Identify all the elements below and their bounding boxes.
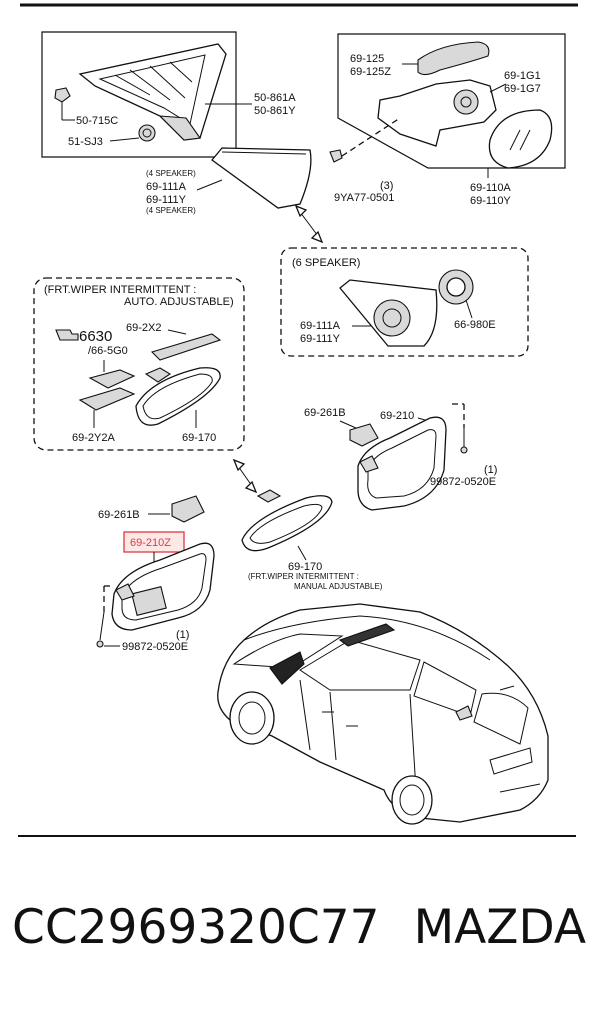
- cover-69-2y2a[interactable]: [78, 387, 136, 411]
- label-69-125z: 69-125Z: [350, 66, 391, 78]
- label-99872-0520e-left: 99872-0520E: [122, 641, 188, 653]
- label-9ya77-qty: (3): [380, 180, 393, 192]
- mirror-manual-group: 69-170 (FRT.WIPER INTERMITTENT : MANUAL …: [241, 489, 383, 591]
- bolt-9ya77-0501[interactable]: [329, 149, 343, 163]
- sunvisor-69-210[interactable]: [357, 416, 447, 511]
- hand-pointer-icon: [55, 329, 79, 341]
- label-99872-right-qty: (1): [484, 464, 497, 476]
- mirror-auto-group: (FRT.WIPER INTERMITTENT : AUTO. ADJUSTAB…: [33, 277, 245, 451]
- swap-arrow-2: [232, 458, 258, 494]
- label-99872-0520e-right: 99872-0520E: [430, 476, 496, 488]
- rain-sensor[interactable]: [88, 369, 136, 389]
- holder-69-261b-right[interactable]: [349, 423, 379, 447]
- holder-69-261b-left[interactable]: [171, 495, 205, 523]
- vehicle-illustration: [217, 603, 549, 825]
- label-69-210: 69-210: [380, 410, 414, 422]
- door-mirror-group: 69-125 69-125Z 69-1G1 69-1G7 (3) 9YA77-0…: [329, 33, 566, 207]
- garnish-69-111a-4spk[interactable]: [211, 147, 312, 209]
- sunvisor-left-group: 69-261B 69-210Z (1) 99872-0520E: [96, 495, 215, 653]
- label-66-5g0: /66-5G0: [88, 345, 128, 357]
- label-51-sj3: 51-SJ3: [68, 136, 103, 148]
- brand-name: MAZDA: [413, 900, 586, 955]
- label-69-170-auto: 69-170: [182, 432, 216, 444]
- rearview-mirror-manual[interactable]: [241, 495, 333, 552]
- label-69-210z: 69-210Z: [130, 537, 171, 549]
- garnish-4-speaker-group: (4 SPEAKER) 69-111A 69-111Y (4 SPEAKER): [146, 147, 312, 215]
- mirror-cap-69-125[interactable]: [417, 41, 490, 76]
- label-99872-left-qty: (1): [176, 629, 189, 641]
- swap-arrow-1: [294, 204, 324, 244]
- label-69-1g7: 69-1G7: [504, 83, 541, 95]
- mirror-body[interactable]: [377, 79, 497, 147]
- label-6-speaker: (6 SPEAKER): [292, 257, 360, 269]
- label-69-111a-top: 69-111A: [146, 181, 187, 193]
- label-50-861a: 50-861A: [254, 92, 296, 104]
- label-frt-auto-1: (FRT.WIPER INTERMITTENT :: [44, 284, 196, 296]
- label-69-2x2: 69-2X2: [126, 322, 161, 334]
- quarter-trim-group: 50-715C 51-SJ3 50-861A 50-861Y: [41, 31, 296, 158]
- sunvisor-right-group: 69-261B 69-210 (1) 99872-0520E: [304, 403, 497, 511]
- label-69-111y-6spk: 69-111Y: [300, 333, 341, 345]
- label-69-261b-left: 69-261B: [98, 509, 140, 521]
- label-9ya77-0501: 9YA77-0501: [334, 192, 394, 204]
- label-4-speaker-bot: (4 SPEAKER): [146, 206, 196, 215]
- rearview-mirror-auto[interactable]: [135, 367, 221, 426]
- label-69-125: 69-125: [350, 53, 384, 65]
- label-69-111y-top: 69-111Y: [146, 194, 187, 206]
- label-69-110y: 69-110Y: [470, 195, 511, 207]
- parts-diagram: 50-715C 51-SJ3 50-861A 50-861Y 69-125 69…: [18, 3, 578, 837]
- label-69-261b-right: 69-261B: [304, 407, 346, 419]
- grommet-51-sj3[interactable]: [138, 124, 156, 142]
- label-66-980e: 66-980E: [454, 319, 496, 331]
- clip-50-715c[interactable]: [54, 87, 71, 103]
- label-frt-manual-1: (FRT.WIPER INTERMITTENT :: [248, 572, 359, 581]
- label-69-2y2a: 69-2Y2A: [72, 432, 115, 444]
- label-69-1g1: 69-1G1: [504, 70, 541, 82]
- part-number: CC2969320C77: [12, 900, 380, 955]
- label-frt-auto-2: AUTO. ADJUSTABLE): [124, 296, 234, 308]
- label-69-170-manual: 69-170: [288, 561, 322, 573]
- mirror-glass-69-1g1[interactable]: [488, 109, 553, 169]
- label-69-110a: 69-110A: [470, 182, 511, 194]
- garnish-6-speaker-group: (6 SPEAKER) 69-111A 69-111Y 66-980E: [280, 247, 529, 357]
- footer: CC2969320C77 MAZDA: [0, 900, 600, 970]
- label-50-861y: 50-861Y: [254, 105, 296, 117]
- label-69-111a-6spk: 69-111A: [300, 320, 341, 332]
- label-50-715c: 50-715C: [76, 115, 118, 127]
- label-6630: 6630: [79, 328, 112, 345]
- label-4-speaker-top: (4 SPEAKER): [146, 169, 196, 178]
- cover-69-2x2[interactable]: [150, 333, 222, 361]
- label-frt-manual-2: MANUAL ADJUSTABLE): [294, 582, 383, 591]
